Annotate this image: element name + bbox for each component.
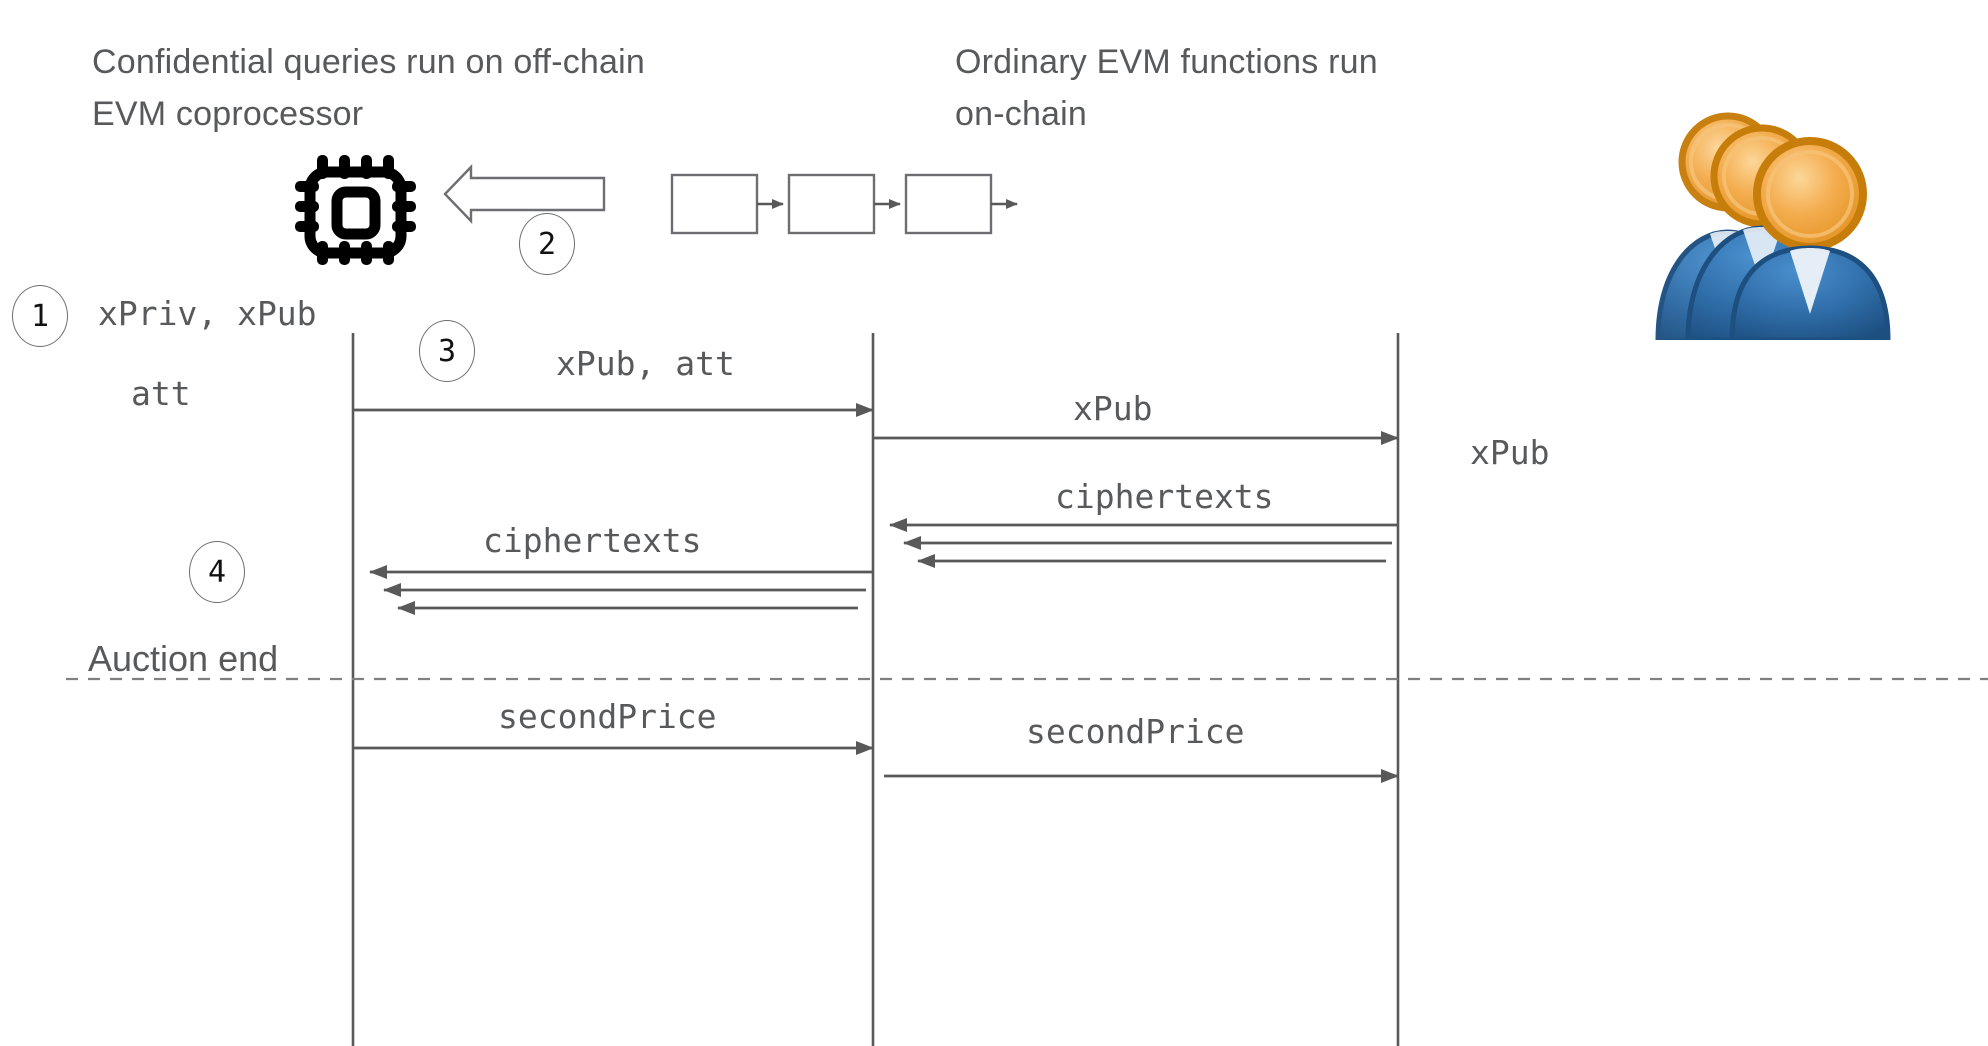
step-number-1[interactable]: 1 [12, 285, 68, 347]
step-number-2[interactable]: 2 [519, 213, 575, 275]
blockchain-blocks-icon [670, 173, 1018, 235]
label-xpub-att: xPub, att [556, 344, 735, 383]
label-ciphertexts-right: ciphertexts [1055, 477, 1274, 516]
label-xpub-chain-to-users: xPub [1073, 389, 1153, 428]
step-number-3[interactable]: 3 [419, 320, 475, 382]
users-group-icon [1655, 112, 1891, 340]
label-secondprice-right: secondPrice [1026, 712, 1245, 751]
heading-offchain-coprocessor: Confidential queries run on off-chain EV… [92, 43, 646, 133]
cpu-chip-icon [295, 155, 416, 265]
arrow-bundle-ciphertexts-left [369, 565, 873, 615]
label-secondprice-left: secondPrice [498, 697, 717, 736]
label-ciphertexts-left: ciphertexts [483, 521, 702, 560]
hollow-left-arrow-icon [443, 164, 606, 224]
label-att: att [131, 374, 191, 413]
label-xpub-users: xPub [1470, 433, 1550, 472]
label-auction-end: Auction end [88, 638, 279, 679]
label-xpriv-xpub: xPriv, xPub [98, 294, 317, 333]
heading-onchain-evm: Ordinary EVM functions run on-chain [955, 43, 1378, 133]
arrow-bundle-ciphertexts-right [889, 518, 1398, 568]
step-number-4[interactable]: 4 [189, 541, 245, 603]
